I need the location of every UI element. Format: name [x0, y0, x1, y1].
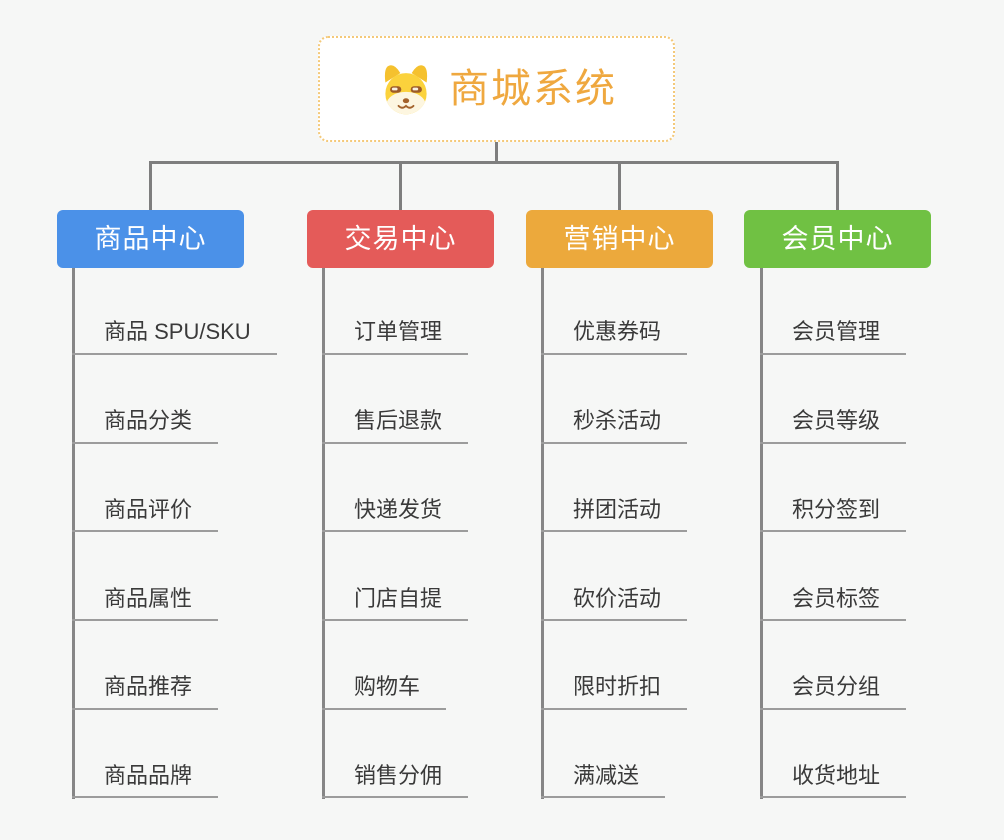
- leaf-label: 商品品牌: [72, 762, 219, 799]
- branch-trunk: [72, 268, 75, 799]
- connector-drop: [399, 164, 402, 210]
- branch-member-center[interactable]: 会员中心: [744, 210, 931, 268]
- leaf-node[interactable]: 销售分佣: [322, 710, 469, 799]
- leaf-node[interactable]: 拼团活动: [541, 444, 688, 533]
- leaf-label: 商品 SPU/SKU: [72, 318, 277, 355]
- leaf-node[interactable]: 砍价活动: [541, 532, 688, 622]
- leaf-list-product: 商品 SPU/SKU 商品分类 商品评价 商品属性 商品推荐 商品品牌: [72, 266, 277, 799]
- leaf-list-marketing: 优惠券码 秒杀活动 拼团活动 砍价活动 限时折扣 满减送: [541, 266, 688, 799]
- leaf-node[interactable]: 会员等级: [760, 355, 907, 444]
- leaf-label: 满减送: [541, 762, 666, 799]
- leaf-node[interactable]: 秒杀活动: [541, 355, 688, 444]
- branch-trunk: [760, 268, 763, 799]
- branch-label: 会员中心: [781, 223, 894, 254]
- branch-label: 商品中心: [94, 223, 207, 254]
- leaf-node[interactable]: 限时折扣: [541, 621, 688, 710]
- leaf-label: 秒杀活动: [541, 407, 688, 444]
- root-label: 商城系统: [449, 67, 617, 111]
- branch-trunk: [322, 268, 325, 799]
- leaf-label: 收货地址: [760, 762, 907, 799]
- leaf-node[interactable]: 商品 SPU/SKU: [72, 266, 277, 355]
- leaf-list-member: 会员管理 会员等级 积分签到 会员标签 会员分组 收货地址: [760, 266, 907, 799]
- leaf-node[interactable]: 商品评价: [72, 444, 219, 533]
- branch-product-center[interactable]: 商品中心: [57, 210, 244, 268]
- leaf-node[interactable]: 会员标签: [760, 532, 907, 622]
- leaf-node[interactable]: 购物车: [322, 621, 447, 710]
- leaf-label: 商品推荐: [72, 673, 219, 710]
- branch-label: 交易中心: [344, 223, 457, 254]
- connector-drop: [618, 164, 621, 210]
- leaf-label: 售后退款: [322, 407, 469, 444]
- leaf-node[interactable]: 商品属性: [72, 532, 219, 622]
- connector-drop: [836, 164, 839, 210]
- leaf-label: 砍价活动: [541, 585, 688, 622]
- leaf-label: 销售分佣: [322, 762, 469, 799]
- leaf-label: 积分签到: [760, 496, 907, 533]
- leaf-node[interactable]: 会员分组: [760, 621, 907, 710]
- leaf-node[interactable]: 商品品牌: [72, 710, 219, 799]
- leaf-label: 快递发货: [322, 496, 469, 533]
- connector-horizontal: [149, 161, 839, 164]
- leaf-label: 商品属性: [72, 585, 219, 622]
- leaf-node[interactable]: 订单管理: [322, 266, 469, 355]
- leaf-node[interactable]: 会员管理: [760, 266, 907, 355]
- leaf-label: 会员分组: [760, 673, 907, 710]
- leaf-label: 购物车: [322, 673, 447, 710]
- leaf-label: 会员标签: [760, 585, 907, 622]
- branch-trunk: [541, 268, 544, 799]
- leaf-label: 拼团活动: [541, 496, 688, 533]
- leaf-label: 门店自提: [322, 585, 469, 622]
- leaf-node[interactable]: 积分签到: [760, 444, 907, 533]
- branch-marketing-center[interactable]: 营销中心: [526, 210, 713, 268]
- leaf-node[interactable]: 收货地址: [760, 710, 907, 799]
- leaf-node[interactable]: 门店自提: [322, 532, 469, 622]
- leaf-label: 订单管理: [322, 318, 469, 355]
- root-node[interactable]: 商城系统: [318, 36, 675, 142]
- leaf-node[interactable]: 满减送: [541, 710, 666, 799]
- leaf-list-trade: 订单管理 售后退款 快递发货 门店自提 购物车 销售分佣: [322, 266, 469, 799]
- branch-label: 营销中心: [563, 223, 676, 254]
- branch-trade-center[interactable]: 交易中心: [307, 210, 494, 268]
- leaf-label: 会员管理: [760, 318, 907, 355]
- leaf-label: 商品评价: [72, 496, 219, 533]
- leaf-node[interactable]: 快递发货: [322, 444, 469, 533]
- doge-icon: [376, 61, 436, 117]
- leaf-node[interactable]: 售后退款: [322, 355, 469, 444]
- leaf-node[interactable]: 商品分类: [72, 355, 219, 444]
- connector-root-stub: [495, 142, 498, 163]
- connector-drop: [149, 164, 152, 210]
- leaf-node[interactable]: 商品推荐: [72, 621, 219, 710]
- leaf-label: 会员等级: [760, 407, 907, 444]
- leaf-label: 商品分类: [72, 407, 219, 444]
- leaf-node[interactable]: 优惠券码: [541, 266, 688, 355]
- leaf-label: 限时折扣: [541, 673, 688, 710]
- leaf-label: 优惠券码: [541, 318, 688, 355]
